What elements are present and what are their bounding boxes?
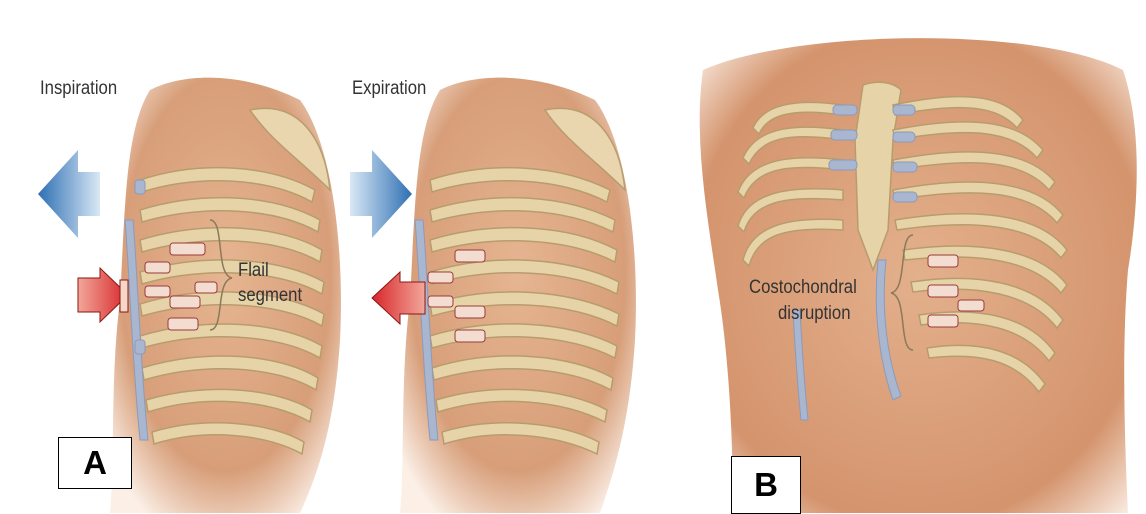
- expiration-arrow: [350, 150, 412, 238]
- torso-left: [110, 78, 341, 513]
- panel-b-illustration: [683, 10, 1146, 513]
- panel-a-flail-chest: Inspiration Expiration Flail segment A: [0, 40, 680, 513]
- panel-letter-a: A: [58, 437, 132, 489]
- costochondral-label-line2: disruption: [778, 303, 851, 325]
- inspiration-arrow-tail: [120, 280, 128, 312]
- inspiration-label: Inspiration: [40, 78, 117, 100]
- flail-label-line1: Flail: [238, 260, 269, 282]
- inspiration-arrow: [38, 150, 100, 238]
- costochondral-label-line1: Costochondral: [749, 277, 857, 299]
- panel-letter-a-text: A: [83, 444, 107, 482]
- flail-label-line2: segment: [238, 285, 302, 307]
- panel-b-costochondral: Costochondral disruption B: [683, 10, 1146, 513]
- expiration-label: Expiration: [352, 78, 426, 100]
- panel-letter-b-text: B: [754, 466, 778, 504]
- panel-letter-b: B: [731, 456, 801, 514]
- torso-right: [400, 78, 636, 513]
